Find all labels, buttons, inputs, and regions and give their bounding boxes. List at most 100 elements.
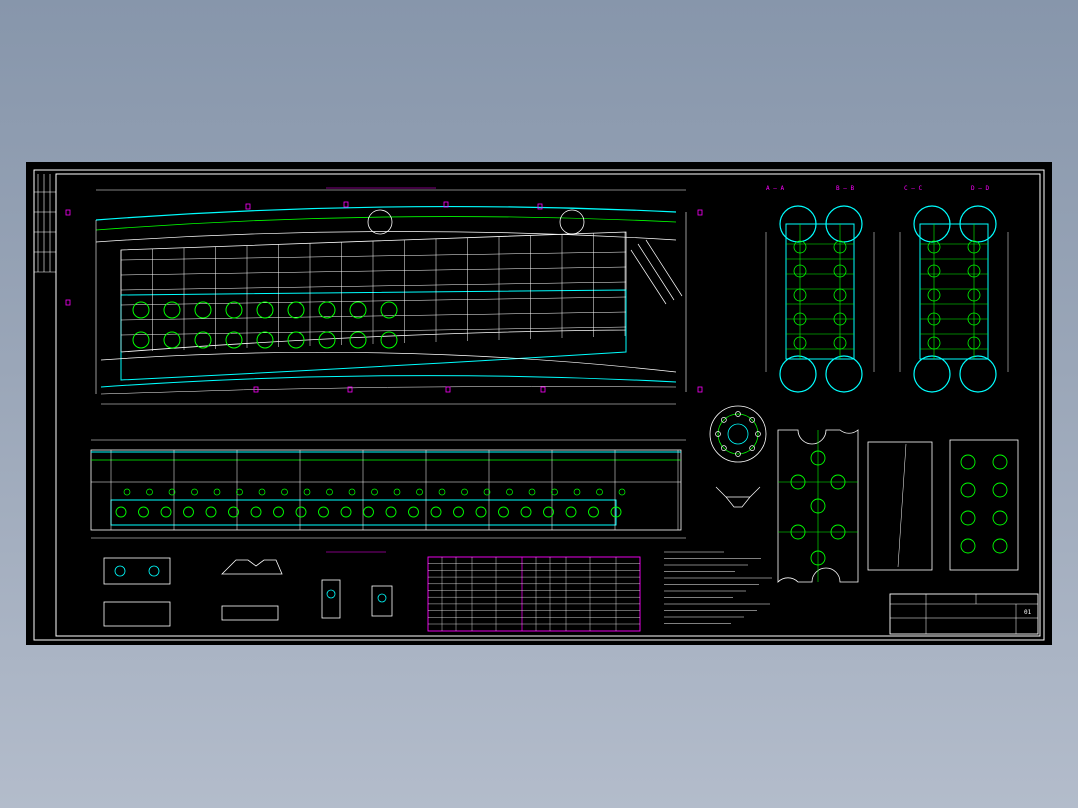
section-hole [967, 264, 981, 278]
plan-hole [228, 506, 239, 518]
plan-hole [430, 506, 442, 518]
cad-viewport[interactable]: A — A B — B C — C D — D [26, 162, 1052, 645]
plan-hole-small [573, 488, 581, 496]
plan-hole [610, 506, 622, 518]
grid-horizontal [120, 296, 627, 306]
plan-hole-small [438, 488, 446, 496]
bolt-hole [225, 301, 243, 319]
plate-hole [810, 450, 826, 466]
section-d-label: D — D [971, 185, 989, 192]
cad-drawing[interactable]: A — A B — B C — C D — D [26, 162, 1052, 645]
plan-hole-small [393, 488, 401, 496]
perforated-hole [992, 482, 1008, 498]
bolt-hole [256, 331, 274, 349]
section-hole [927, 336, 941, 350]
title-block: 01 [889, 593, 1039, 635]
plan-hole-small [416, 488, 423, 496]
bolt-hole [163, 331, 181, 349]
plan-view [90, 439, 686, 553]
perforated-hole [960, 454, 976, 470]
flange-hole [715, 431, 721, 437]
small-details [103, 557, 393, 627]
plate-hole [790, 524, 806, 540]
plate-hole [830, 474, 846, 490]
section-marker [540, 386, 546, 393]
plan-hole [273, 506, 284, 518]
section-b-label: B — B [836, 185, 854, 192]
section-marker [245, 203, 251, 210]
section-hole [793, 312, 807, 326]
bolt-hole [132, 301, 150, 319]
perforated-hole [992, 538, 1008, 554]
perforated-hole [960, 538, 976, 554]
section-hole [927, 312, 941, 326]
plan-hole-small [281, 488, 288, 496]
plan-hole-small [213, 488, 221, 496]
plan-hole [363, 506, 374, 518]
section-hole [793, 336, 807, 350]
sheet-number: 01 [1024, 609, 1032, 616]
plan-hole-small [371, 488, 378, 496]
flange-hole [749, 417, 755, 423]
section-hole [833, 336, 847, 350]
plate-hole [810, 498, 826, 514]
grid-horizontal [120, 251, 627, 261]
plan-hole [160, 506, 172, 518]
section-marker [697, 386, 703, 393]
plan-hole-small [236, 488, 243, 496]
plan-hole [453, 506, 464, 518]
plan-hole-small [303, 488, 311, 496]
plan-view-holes [115, 488, 626, 518]
section-marker [347, 386, 353, 393]
flange-hole [735, 411, 741, 417]
flange-holes [715, 411, 761, 457]
plan-hole [340, 506, 352, 518]
plan-hole-small [123, 488, 131, 496]
bolt-hole [132, 331, 150, 349]
bolt-hole [318, 301, 336, 319]
plan-hole [250, 506, 262, 518]
section-marker [253, 386, 259, 393]
plan-hole-small [596, 488, 603, 496]
sheet-inner-frame [55, 173, 1041, 637]
grid-horizontal [120, 311, 627, 321]
section-hole [927, 240, 941, 254]
plan-hole-small [258, 488, 266, 496]
bolt-hole [225, 331, 243, 349]
bolt-hole [287, 301, 305, 319]
plan-hole [295, 506, 307, 518]
plan-hole [588, 506, 599, 518]
plan-hole [138, 506, 149, 518]
plan-hole [385, 506, 397, 518]
section-marker [343, 201, 349, 208]
plan-hole [565, 506, 577, 518]
perforated-hole [992, 454, 1008, 470]
bolt-hole [318, 331, 336, 349]
plate-detail [777, 429, 859, 583]
sheet-outer-frame [33, 169, 1045, 641]
plate-hole [790, 474, 806, 490]
plan-hole-small [191, 488, 198, 496]
section-a-label: A — A [766, 185, 784, 192]
section-hole [967, 312, 981, 326]
section-marker [65, 299, 71, 306]
bolt-hole [256, 301, 274, 319]
plan-hole [318, 506, 329, 518]
grid-horizontal [120, 266, 627, 276]
binding-strip [34, 174, 56, 273]
notes-block [664, 551, 772, 624]
plain-plate [867, 441, 933, 571]
plan-hole-small [618, 488, 626, 496]
main-elevation-grid [120, 232, 627, 352]
plate-hole [830, 524, 846, 540]
plan-hole-small [483, 488, 491, 496]
plan-hole-small [528, 488, 536, 496]
plan-hole-small [348, 488, 356, 496]
main-elevation-holes [132, 301, 398, 349]
main-elevation-markers [65, 201, 703, 393]
section-marker [697, 209, 703, 216]
section-hole [967, 288, 981, 302]
plan-hole-small [326, 488, 333, 496]
section-marker [443, 201, 449, 208]
plan-hole [408, 506, 419, 518]
